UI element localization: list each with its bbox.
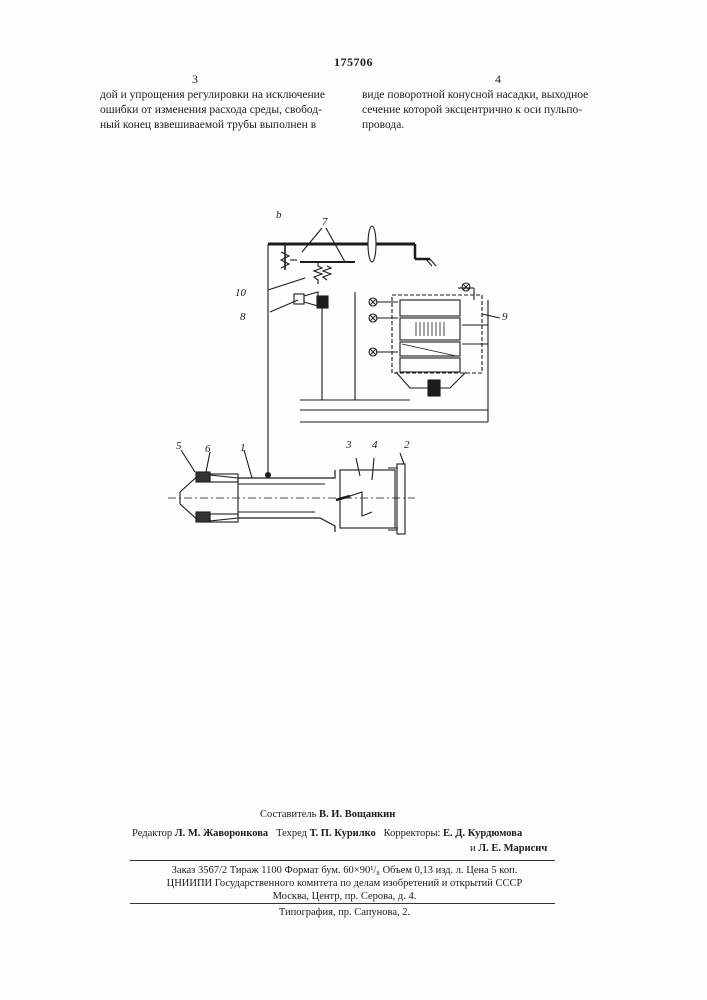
editor-name: Л. М. Жаворонкова <box>175 828 268 839</box>
label-10: 10 <box>235 287 247 299</box>
divider <box>130 860 555 861</box>
credits-line: Редактор Л. М. Жаворонкова Техред Т. П. … <box>132 827 562 840</box>
print-line: Типография, пр. Сапунова, 2. <box>132 906 557 919</box>
label-6: 6 <box>205 443 211 455</box>
label-9: 9 <box>502 311 508 323</box>
technical-drawing: b 7 10 8 9 5 6 1 3 4 2 <box>0 0 707 600</box>
compiler-name: В. И. Вощанкин <box>319 809 395 820</box>
compiler-label: Составитель <box>260 809 316 820</box>
label-1: 1 <box>240 442 246 454</box>
divider <box>130 903 555 904</box>
order-line: Заказ 3567/2 Тираж 1100 Формат бум. 60×9… <box>132 864 557 877</box>
label-3: 3 <box>345 439 352 451</box>
compiler-line: Составитель В. И. Вощанкин <box>260 808 395 821</box>
label-7: 7 <box>322 216 328 228</box>
corrector-2-prefix: и <box>470 843 476 854</box>
techred-label: Техред <box>276 828 307 839</box>
counterweight <box>368 226 376 262</box>
correctors-label: Корректоры: <box>384 828 441 839</box>
corrector-2: Л. Е. Марисич <box>478 843 547 854</box>
editor-label: Редактор <box>132 828 172 839</box>
techred-name: Т. П. Курилко <box>310 828 376 839</box>
label-b: b <box>276 209 282 221</box>
label-8: 8 <box>240 311 246 323</box>
label-2: 2 <box>404 439 410 451</box>
label-5: 5 <box>176 440 182 452</box>
corrector-1: Е. Д. Курдюмова <box>443 828 522 839</box>
address-line: Москва, Центр, пр. Серова, д. 4. <box>132 890 557 903</box>
label-4: 4 <box>372 439 378 451</box>
org-line: ЦНИИПИ Государственного комитета по дела… <box>132 877 557 890</box>
corrector-2-line: и Л. Е. Марисич <box>470 842 547 855</box>
